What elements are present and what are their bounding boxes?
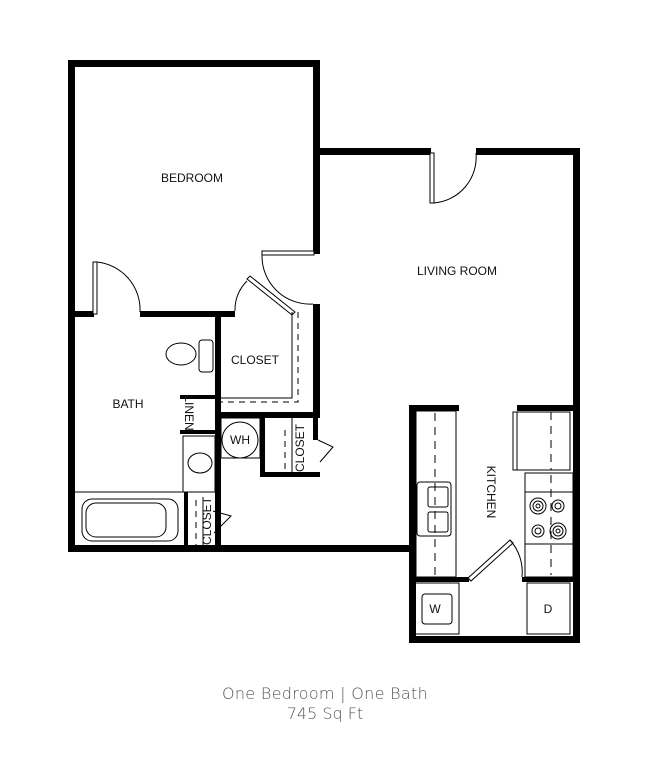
label-water-heater: WH (230, 433, 250, 447)
fixtures (75, 312, 574, 635)
caption-square-footage: 745 Sq Ft (286, 704, 364, 723)
label-washer: W (429, 602, 441, 616)
label-dryer: D (544, 602, 553, 616)
label-closet-utility: CLOSET (293, 423, 307, 472)
doors (92, 152, 523, 582)
interior-walls (68, 148, 580, 582)
label-bath: BATH (112, 397, 143, 411)
label-linen: LINEN (182, 395, 196, 430)
label-living-room: LIVING ROOM (417, 264, 497, 278)
label-closet-main: CLOSET (231, 353, 280, 367)
exterior-walls (68, 60, 580, 643)
caption-layout: One Bedroom | One Bath (221, 684, 429, 703)
label-closet-bath: CLOSET (200, 496, 214, 545)
label-bedroom: BEDROOM (161, 171, 223, 185)
label-kitchen: KITCHEN (484, 466, 498, 519)
room-labels: BEDROOM LIVING ROOM BATH CLOSET LINEN WH… (112, 171, 552, 616)
